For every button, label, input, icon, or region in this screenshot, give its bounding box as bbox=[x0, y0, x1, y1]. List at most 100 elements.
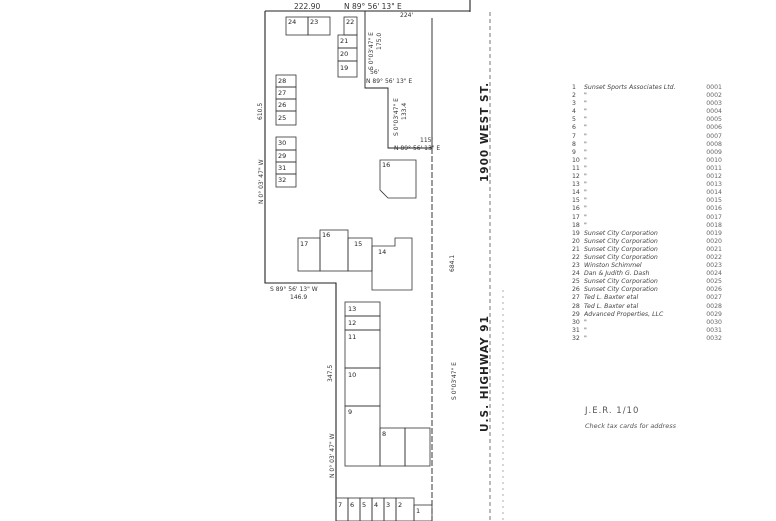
owner-code: 0002 bbox=[706, 92, 722, 100]
owner-name: " bbox=[584, 116, 587, 124]
owner-num: 30 bbox=[572, 318, 580, 326]
owner-name: " bbox=[584, 140, 587, 148]
lot-label: 17 bbox=[300, 240, 308, 248]
owner-name: Ted L. Baxter etal bbox=[584, 294, 639, 302]
bearing-notch-north: N 89° 56' 13" E bbox=[366, 78, 412, 85]
buildings bbox=[275, 16, 433, 521]
distance-top-right: 224' bbox=[400, 12, 413, 19]
lot-label: 31 bbox=[278, 164, 286, 172]
bearing-top: N 89° 56' 13" E bbox=[344, 2, 402, 11]
owner-num: 22 bbox=[572, 253, 580, 261]
owner-code: 0016 bbox=[706, 205, 722, 213]
lot-1 bbox=[413, 504, 433, 521]
owner-code: 0014 bbox=[706, 189, 722, 197]
owner-name: Sunset City Corporation bbox=[584, 245, 658, 253]
owner-num: 14 bbox=[572, 189, 580, 197]
owner-code: 0004 bbox=[706, 108, 722, 116]
owner-num: 10 bbox=[572, 156, 580, 164]
owner-num: 25 bbox=[572, 278, 580, 286]
owner-num: 31 bbox=[572, 326, 580, 334]
owner-row: 14 " 0014 bbox=[572, 189, 722, 197]
owner-name: Advanced Properties, LLC bbox=[584, 310, 664, 318]
distance-notch-north: 56' bbox=[370, 69, 380, 76]
owner-row: 3"0003 bbox=[572, 100, 722, 108]
lot-label: 19 bbox=[340, 64, 348, 72]
owner-code: 0006 bbox=[706, 124, 722, 132]
owner-name: " bbox=[584, 197, 587, 205]
owner-num: 21 bbox=[572, 245, 580, 253]
owner-name: " bbox=[584, 189, 587, 197]
bearing-labels: N 89° 56' 13" E 222.90 224' S 0°03'47" E… bbox=[257, 2, 458, 478]
owner-num: 18 bbox=[572, 221, 580, 229]
owner-num: 20 bbox=[572, 237, 580, 245]
owner-name: " bbox=[584, 173, 587, 181]
owner-name: " bbox=[584, 100, 587, 108]
note-reference: J.E.R. 1/10 bbox=[585, 406, 640, 416]
lot-label: 29 bbox=[278, 152, 286, 160]
owner-code: 0015 bbox=[706, 197, 722, 205]
lot-label: 7 bbox=[338, 501, 342, 509]
owner-name: " bbox=[584, 156, 587, 164]
lot-label: 16 bbox=[382, 161, 390, 169]
lot-label: 11 bbox=[348, 333, 356, 341]
distance-top: 222.90 bbox=[294, 2, 320, 11]
owner-num: 9 bbox=[572, 148, 576, 156]
owner-num: 13 bbox=[572, 181, 580, 189]
distance-inner-south: 133.4 bbox=[401, 103, 408, 120]
owner-row: 9 " 0009 bbox=[572, 149, 722, 157]
owner-name: " bbox=[584, 221, 587, 229]
owner-row: 10"0010 bbox=[572, 157, 722, 165]
owner-row: 12"0012 bbox=[572, 173, 722, 181]
owner-name: Sunset City Corporation bbox=[584, 278, 658, 286]
lot-label: 20 bbox=[340, 50, 348, 58]
owner-name: " bbox=[584, 213, 587, 221]
owner-name: Sunset City Corporation bbox=[584, 253, 658, 261]
lot-label: 26 bbox=[278, 101, 286, 109]
lot-label: 28 bbox=[278, 77, 286, 85]
owner-num: 5 bbox=[572, 116, 576, 124]
owner-code: 0029 bbox=[706, 310, 722, 318]
parcel-boundary-notch bbox=[364, 11, 433, 149]
owner-name: Sunset City Corporation bbox=[584, 229, 658, 237]
owner-name: Sunset City Corporation bbox=[584, 286, 658, 294]
owner-row: 17"0017 bbox=[572, 214, 722, 222]
bearing-inner-south: S 0°03'47" E bbox=[393, 98, 400, 136]
owner-code: 0019 bbox=[706, 229, 722, 237]
owner-name: " bbox=[584, 124, 587, 132]
owner-num: 16 bbox=[572, 205, 580, 213]
owner-code: 0024 bbox=[706, 270, 722, 278]
owner-row: 5"0005 bbox=[572, 116, 722, 124]
distance-left-west: 610.5 bbox=[257, 103, 264, 120]
owner-row: 18 " 0018 bbox=[572, 222, 722, 230]
lot-14 bbox=[371, 237, 413, 291]
lot-label: 8 bbox=[382, 430, 386, 438]
owner-num: 12 bbox=[572, 173, 580, 181]
parcel-boundary-main bbox=[264, 11, 337, 521]
lot-label: 4 bbox=[374, 501, 378, 509]
owner-name: " bbox=[584, 92, 587, 100]
owner-row: 8"0008 bbox=[572, 141, 722, 149]
lot-23 bbox=[307, 16, 331, 36]
lot-label: 16 bbox=[322, 231, 330, 239]
lot-32 bbox=[275, 173, 297, 188]
lot-label: 27 bbox=[278, 89, 286, 97]
owner-row: 30"0030 bbox=[572, 319, 722, 327]
owner-row: 4"0004 bbox=[572, 108, 722, 116]
bearing-notch-south: S 0°03'47" E bbox=[368, 32, 375, 70]
owner-num: 28 bbox=[572, 302, 580, 310]
owner-code: 0013 bbox=[706, 181, 722, 189]
owner-name: " bbox=[584, 148, 587, 156]
owner-code: 0018 bbox=[706, 221, 722, 229]
owner-code: 0026 bbox=[706, 286, 722, 294]
owner-num: 17 bbox=[572, 213, 580, 221]
owner-code: 0009 bbox=[706, 148, 722, 156]
bearing-bottom-south: S 89° 56' 13" W bbox=[270, 286, 318, 293]
